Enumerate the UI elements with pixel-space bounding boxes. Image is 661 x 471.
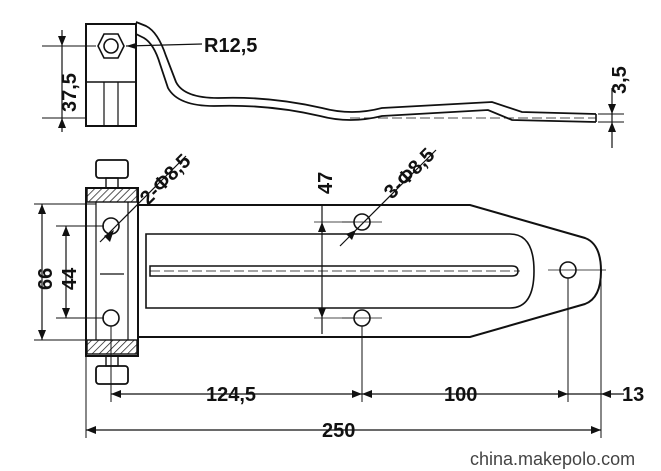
watermark: china.makepolo.com (470, 449, 635, 469)
hex-nut (97, 33, 125, 59)
side-view: R12,5 37,5 3,5 (42, 21, 631, 148)
bent-strap-inner (135, 33, 597, 123)
dist-100-label: 100 (444, 384, 477, 406)
bolt-hole (103, 38, 119, 54)
hinge-body (85, 187, 139, 357)
thickness-label: 3,5 (609, 66, 631, 94)
dist-13-label: 13 (622, 384, 644, 406)
slot-recess (145, 233, 535, 309)
height-holes-label: 44 (59, 267, 81, 290)
hatch-top (86, 187, 138, 203)
radius-label: R12,5 (204, 35, 257, 57)
height-overall-label: 66 (35, 268, 57, 290)
plan-view: 47 3-Φ8,5 2-Φ8,5 66 44 (34, 144, 644, 442)
spacing-vertical-label: 47 (315, 172, 337, 194)
length-total-label: 250 (322, 420, 355, 442)
hatch-bottom (86, 339, 138, 355)
height-side-label: 37,5 (59, 73, 81, 112)
holes-middle-label: 3-Φ8,5 (380, 144, 439, 203)
strap-plate (138, 204, 603, 338)
dist-124-label: 124,5 (206, 384, 256, 406)
holes-left-label: 2-Φ8,5 (136, 150, 195, 209)
hinge-block (85, 23, 137, 127)
left-hole-bottom (102, 309, 120, 327)
